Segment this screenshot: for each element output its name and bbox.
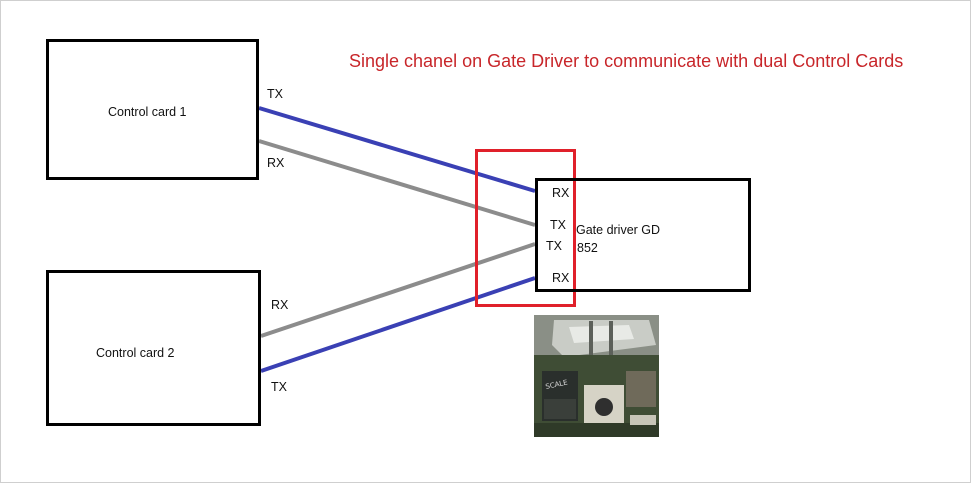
control-card-1-box <box>46 39 259 180</box>
wire-cc2-tx-to-gd-rx <box>260 276 536 373</box>
wire-cc1-tx-to-gd-rx <box>258 106 536 193</box>
control-card-2-box <box>46 270 261 426</box>
gate-driver-box <box>535 178 751 292</box>
diagram-title: Single chanel on Gate Driver to communic… <box>349 51 904 71</box>
control-card-2-rx-label: RX <box>271 298 289 312</box>
control-card-2-label: Control card 2 <box>96 346 175 360</box>
wire-cc1-rx-to-gd-tx <box>258 139 536 227</box>
gate-driver-pin-rx-1: RX <box>552 186 570 200</box>
gate-driver-photo: SCALE <box>534 315 659 437</box>
gate-driver-pin-rx-2: RX <box>552 271 570 285</box>
wire-cc2-rx-to-gd-tx <box>260 242 536 338</box>
highlight-frame <box>475 149 576 307</box>
gate-driver-pin-tx-2: TX <box>546 239 562 253</box>
control-card-2-tx-label: TX <box>271 380 287 394</box>
gate-driver-pin-tx-1: TX <box>550 218 566 232</box>
gate-driver-photo-illustration: SCALE <box>534 315 659 437</box>
gate-driver-label-line2: 852 <box>577 241 598 255</box>
control-card-1-label: Control card 1 <box>108 105 187 119</box>
control-card-1-tx-label: TX <box>267 87 283 101</box>
gate-driver-label-line1: Gate driver GD <box>576 223 661 237</box>
control-card-1-rx-label: RX <box>267 156 285 170</box>
